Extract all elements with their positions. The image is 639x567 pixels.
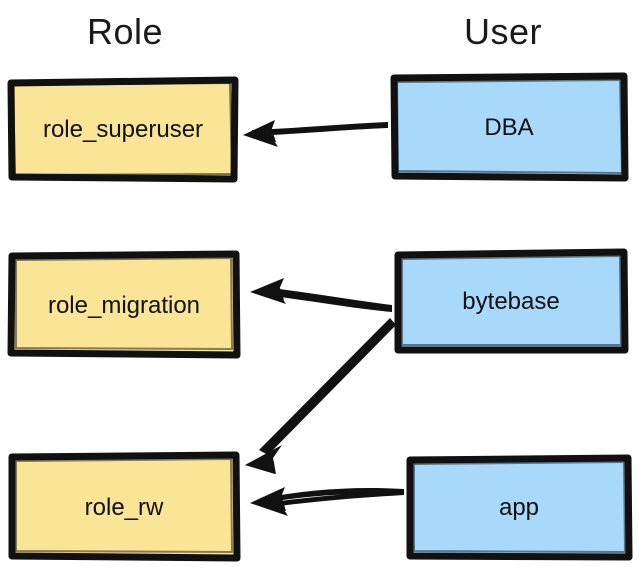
edge-app-to-role-rw xyxy=(250,487,404,516)
column-header-role: Role xyxy=(86,11,164,52)
node-label: app xyxy=(498,494,540,521)
node-app[interactable]: app xyxy=(406,454,633,561)
node-role-rw[interactable]: role_rw xyxy=(8,451,241,562)
edge-bytebase-to-role-rw xyxy=(245,318,396,474)
node-role-migration[interactable]: role_migration xyxy=(7,250,241,359)
node-role-superuser[interactable]: role_superuser xyxy=(7,76,239,183)
node-label: bytebase xyxy=(462,288,560,315)
node-label: DBA xyxy=(484,114,534,141)
node-dba[interactable]: DBA xyxy=(390,72,629,182)
node-label: role_superuser xyxy=(42,116,204,143)
node-label: role_migration xyxy=(47,291,201,319)
edge-bytebase-to-role-migration xyxy=(250,278,392,312)
node-label: role_rw xyxy=(84,493,164,521)
node-bytebase[interactable]: bytebase xyxy=(394,248,629,354)
edge-dba-to-role-superuser xyxy=(243,120,388,147)
column-header-user: User xyxy=(463,11,542,52)
